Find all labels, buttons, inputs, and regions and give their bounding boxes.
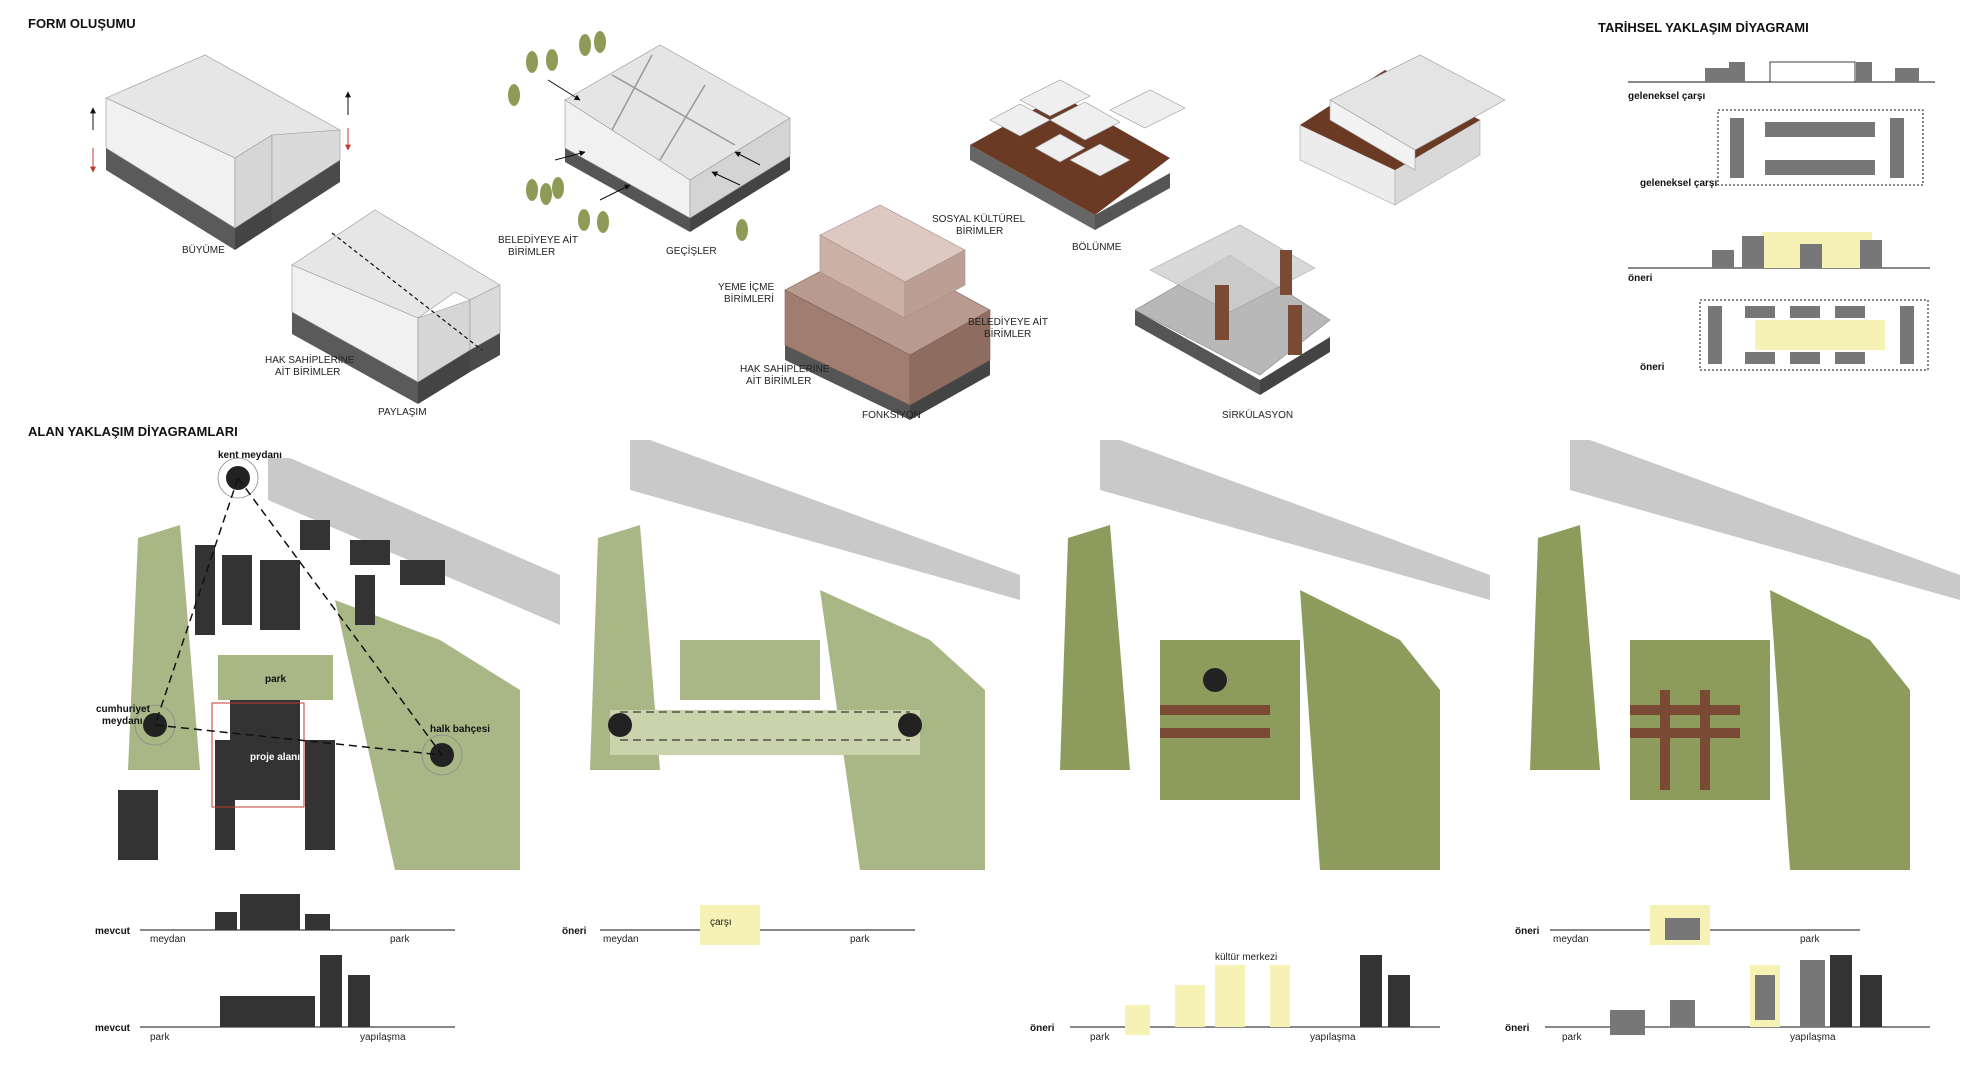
historic-heading: TARİHSEL YAKLAŞIM DİYAGRAMI xyxy=(1598,20,1809,35)
function-owners-2: AİT BİRİMLER xyxy=(746,374,811,387)
sec6-park: park xyxy=(1562,1032,1582,1043)
function-municipal-1: BELEDİYEYE AİT xyxy=(968,315,1048,328)
sharing-label: PAYLAŞIM xyxy=(378,407,427,418)
sec1-park: park xyxy=(390,934,410,945)
growth-label: BÜYÜME xyxy=(182,244,225,256)
sec6-oneri: öneri xyxy=(1505,1023,1530,1034)
passages-diagram: GEÇİŞLER xyxy=(508,31,791,257)
sharing-municipal-1: BELEDİYEYE AİT xyxy=(498,233,578,246)
function-social-1: SOSYAL KÜLTÜREL xyxy=(932,213,1026,225)
site-map-2 xyxy=(590,440,1020,870)
sec2-mevcut: mevcut xyxy=(95,1023,131,1034)
division-label: BÖLÜNME xyxy=(1072,241,1122,253)
growth-diagram: BÜYÜME xyxy=(90,54,351,256)
site-heading: ALAN YAKLAŞIM DİYAGRAMLARI xyxy=(28,424,238,439)
circulation-label: SİRKÜLASYON xyxy=(1222,408,1293,421)
function-municipal-2: BİRİMLER xyxy=(984,327,1031,340)
function-label: FONKSİYON xyxy=(862,408,921,421)
section-existing-1: mevcut meydan park xyxy=(95,894,455,945)
function-diagram: SOSYAL KÜLTÜREL BİRİMLER YEME İÇME BİRİM… xyxy=(718,204,1048,421)
sec2-park: park xyxy=(150,1032,170,1043)
section-proposal-4: öneri park yapılaşma xyxy=(1505,955,1930,1043)
historic-diagram: geleneksel çarşı geleneksel çarşı öneri … xyxy=(1628,61,1935,373)
sharing-municipal-2: BİRİMLER xyxy=(508,245,555,258)
sec2-yapilasma: yapılaşma xyxy=(360,1032,406,1043)
historic-prop-section-label: öneri xyxy=(1628,273,1653,284)
site-kent-label: kent meydanı xyxy=(218,450,282,461)
historic-trad-section-label: geleneksel çarşı xyxy=(1628,91,1705,102)
section-proposal-1: öneri meydan çarşı park xyxy=(562,905,915,945)
form-heading: FORM OLUŞUMU xyxy=(28,16,136,31)
sec1-mevcut: mevcut xyxy=(95,926,131,937)
sec5-meydan: meydan xyxy=(1553,934,1589,945)
sec5-oneri: öneri xyxy=(1515,926,1540,937)
sec3-oneri: öneri xyxy=(562,926,587,937)
function-food-2: BİRİMLERİ xyxy=(724,292,774,305)
sharing-owners-2: AİT BİRİMLER xyxy=(275,365,340,378)
passages-label: GEÇİŞLER xyxy=(666,244,717,257)
site-cumh-2: meydanı xyxy=(102,716,143,727)
site-cumh-1: cumhuriyet xyxy=(96,704,151,715)
sec3-carsi: çarşı xyxy=(710,917,732,928)
site-proje-label: proje alanı xyxy=(250,752,300,763)
function-social-2: BİRİMLER xyxy=(956,224,1003,237)
sec4-yapilasma: yapılaşma xyxy=(1310,1032,1356,1043)
historic-prop-plan-label: öneri xyxy=(1640,362,1665,373)
sec1-meydan: meydan xyxy=(150,934,186,945)
sec4-kultur: kültür merkezi xyxy=(1215,952,1277,963)
section-proposal-2: öneri park kültür merkezi yapılaşma xyxy=(1030,952,1440,1043)
sec3-park: park xyxy=(850,934,870,945)
site-map-3 xyxy=(1060,440,1490,870)
function-food-1: YEME İÇME xyxy=(718,280,774,293)
layered-diagram xyxy=(1299,54,1506,206)
section-existing-2: mevcut park yapılaşma xyxy=(95,955,455,1043)
function-owners-1: HAK SAHİPLERİNE xyxy=(740,362,830,375)
circulation-diagram: SİRKÜLASYON xyxy=(1134,224,1331,421)
section-proposal-3: öneri meydan park xyxy=(1515,905,1860,945)
sec6-yapilasma: yapılaşma xyxy=(1790,1032,1836,1043)
sec5-park: park xyxy=(1800,934,1820,945)
site-map-4 xyxy=(1530,440,1960,870)
sec3-meydan: meydan xyxy=(603,934,639,945)
sec4-park: park xyxy=(1090,1032,1110,1043)
site-park-label: park xyxy=(265,674,287,685)
site-map-existing: kent meydanı cumhuriyet meydanı park hal… xyxy=(96,450,560,870)
sharing-diagram: BELEDİYEYE AİT BİRİMLER HAK SAHİPLERİNE … xyxy=(265,209,578,418)
division-diagram: BÖLÜNME xyxy=(970,79,1186,253)
sharing-owners-1: HAK SAHİPLERİNE xyxy=(265,353,355,366)
site-halk-label: halk bahçesi xyxy=(430,724,490,735)
sec4-oneri: öneri xyxy=(1030,1023,1055,1034)
historic-trad-plan-label: geleneksel çarşı xyxy=(1640,178,1717,189)
